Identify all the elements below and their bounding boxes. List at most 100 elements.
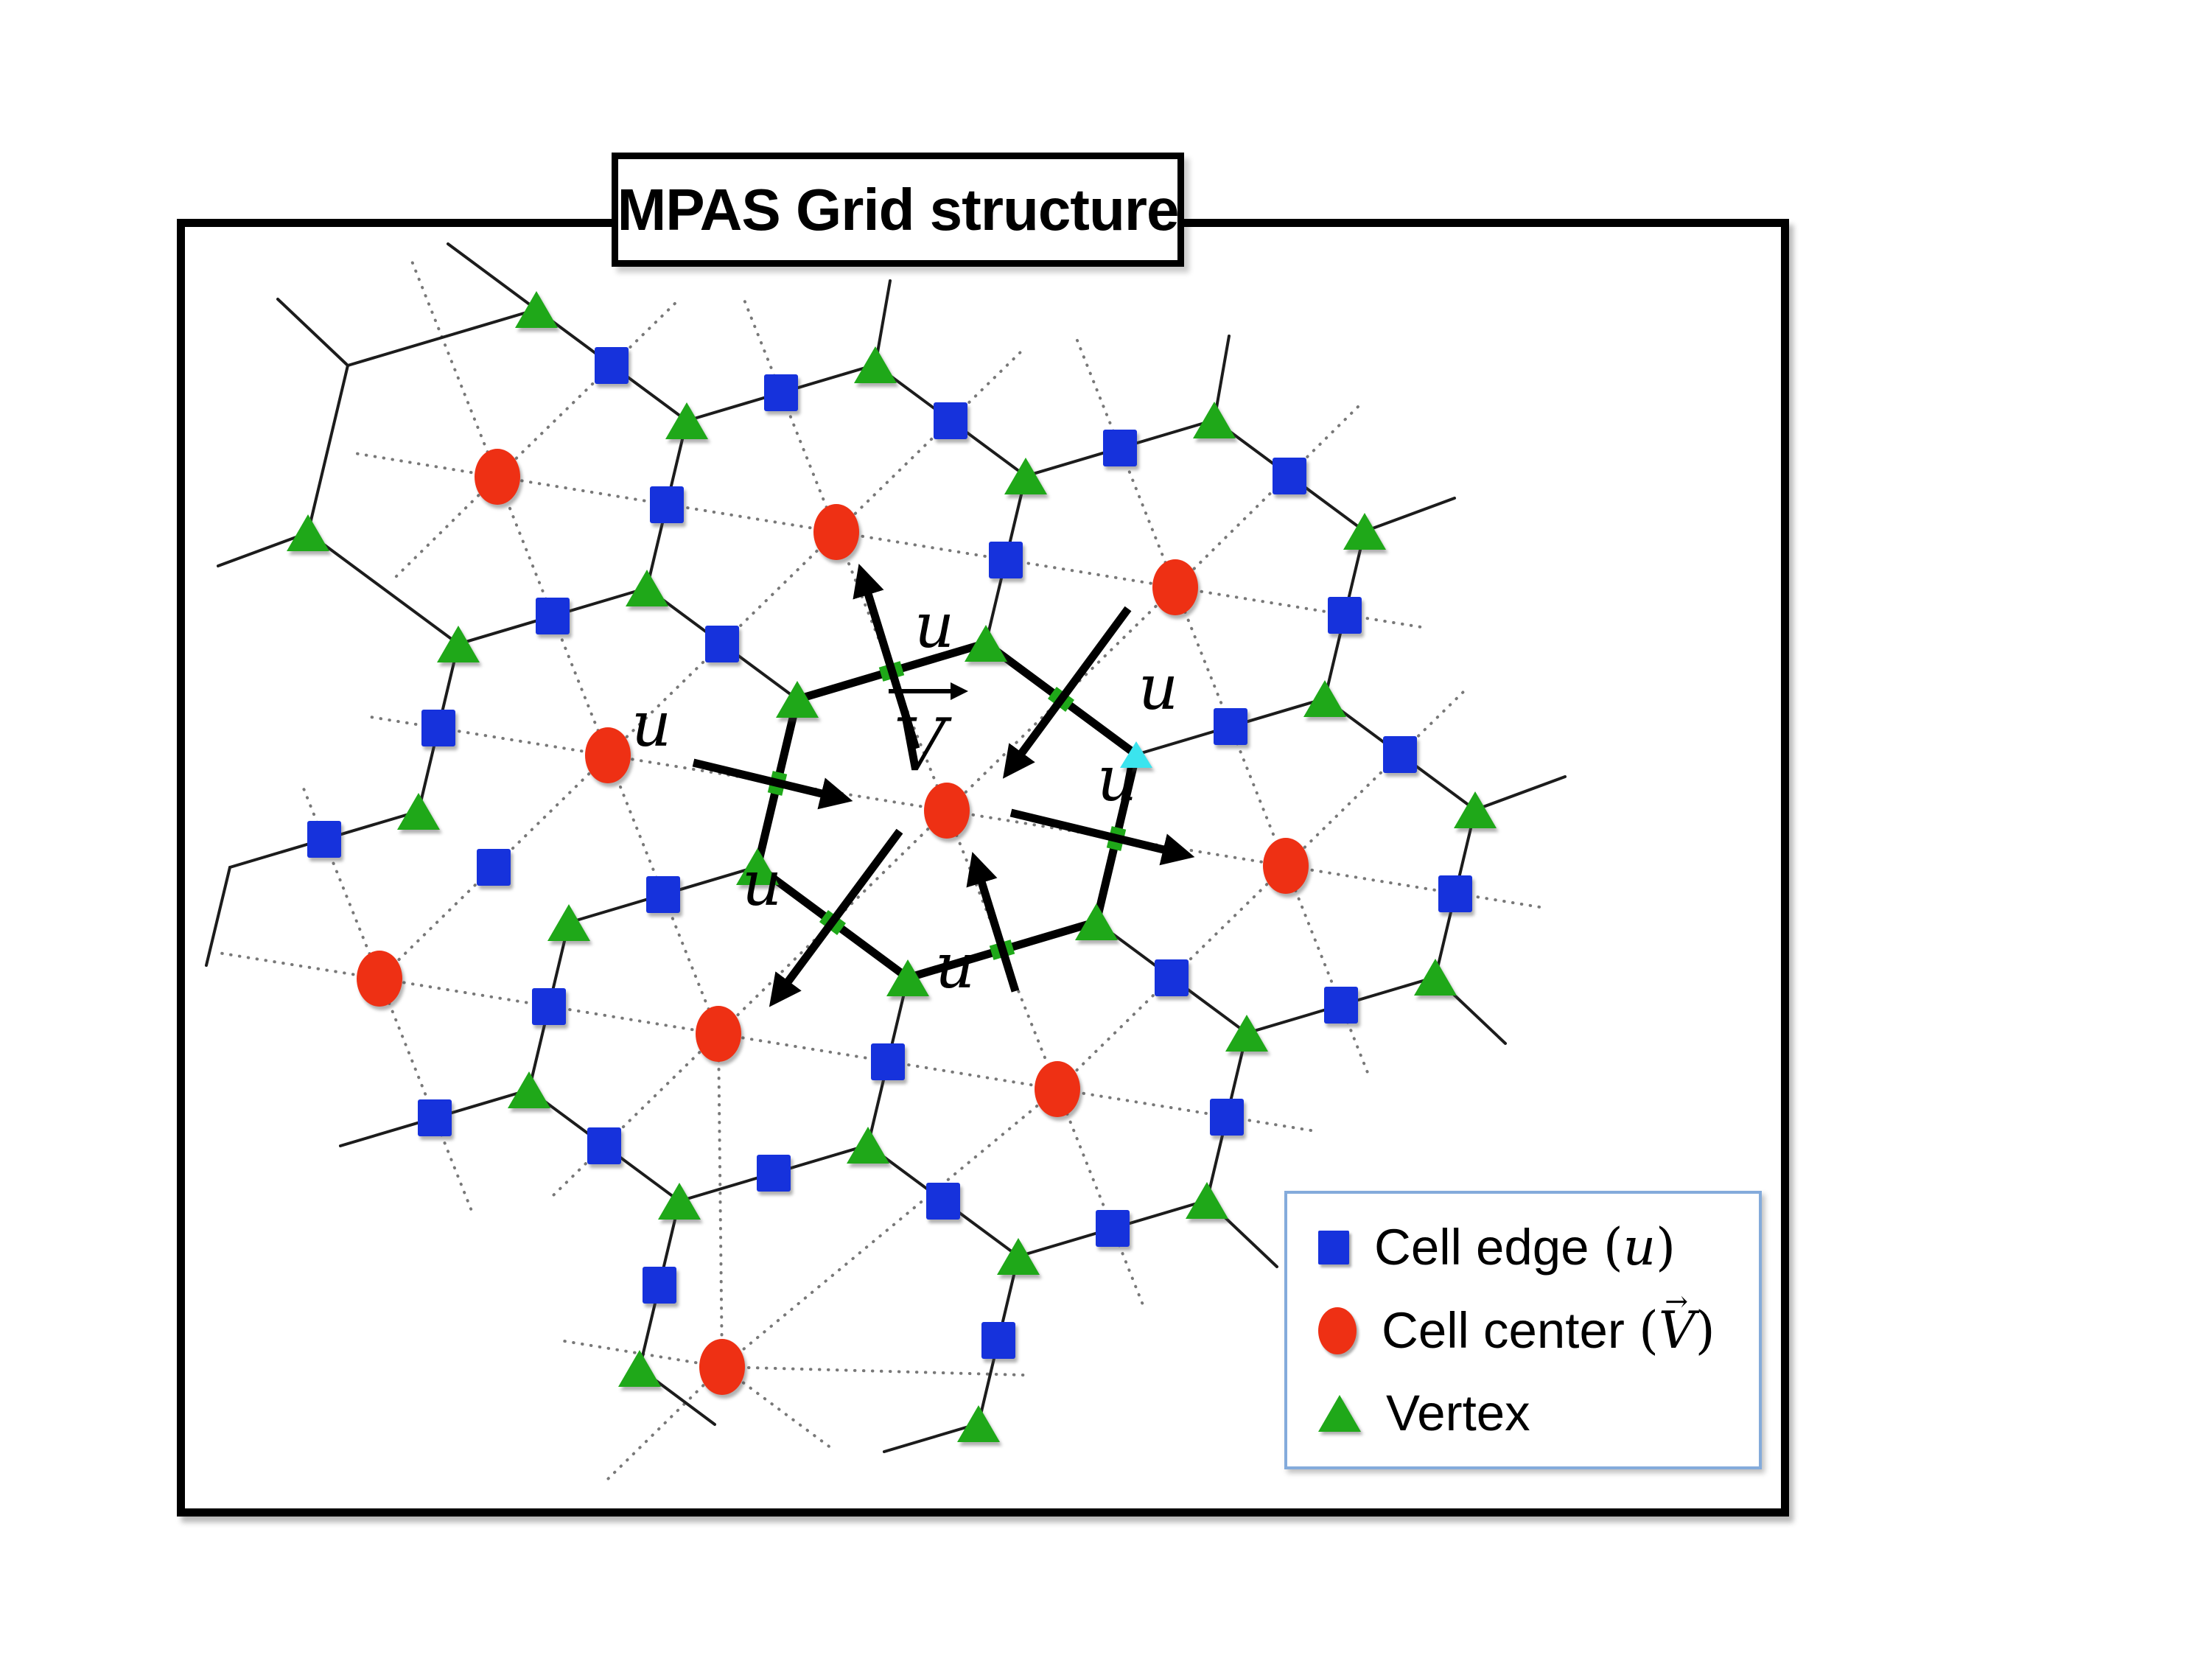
cell-center-marker [475,449,520,505]
cell-edge-line [1474,775,1567,811]
cell-edge-marker [981,1322,1015,1359]
page-title: MPAS Grid structure [617,176,1180,242]
dual-mesh-dotted-line [410,258,499,478]
u-label: u [1138,651,1178,724]
cell-center-swatch [1318,1307,1357,1354]
dual-mesh-dotted-line [721,1365,836,1452]
dual-mesh-dotted-line [551,1032,720,1197]
legend-item-vertex: Vertex [1318,1384,1759,1442]
u-arrow [853,563,920,750]
cell-edge-marker [705,626,739,662]
cell-edge-line [276,298,349,367]
legend-item-cell-edge: Cell edge (u) [1318,1218,1759,1277]
cell-edge-line [307,531,460,646]
shared-vertex-marker [1120,741,1152,768]
vertex-marker [1454,791,1497,828]
cell-edge-marker [934,402,967,439]
cell-edge-marker [595,347,629,384]
vertex-marker [997,1238,1040,1275]
cell-edge-marker [871,1043,905,1080]
cell-edge-marker [421,710,455,746]
cell-edge-marker [307,821,341,858]
cell-edge-marker [532,988,566,1025]
cell-edge-marker [1328,597,1362,634]
vertex-marker [736,848,779,885]
vertex-swatch [1318,1394,1361,1432]
dual-mesh-dotted-line [212,951,381,980]
vertex-marker [854,346,897,383]
vertex-marker [397,793,440,830]
vertex-marker [1186,1182,1228,1219]
u-arrow [769,828,903,1007]
dual-mesh-dotted-line [721,1088,1059,1368]
cell-edge-marker [477,849,511,886]
dual-mesh-dotted-line [393,475,499,580]
dual-mesh-dotted-line [1056,1088,1317,1133]
vertex-marker [1414,959,1457,996]
cell-center-marker [924,783,970,839]
legend-text: Cell edge [1374,1218,1603,1276]
vertex-marker [437,626,480,662]
vertex-marker [547,904,590,941]
v-label: V [894,704,953,788]
dual-mesh-dotted-line [1284,864,1541,909]
u-label: u [631,688,671,760]
cell-edge-marker [646,876,680,913]
vertex-marker [1343,513,1386,550]
cell-edge-marker [1383,736,1417,773]
vertex-marker [508,1071,550,1108]
vertex-marker [776,681,819,718]
cell-edge-line [1363,497,1456,533]
dual-mesh-dotted-line [378,977,473,1212]
cell-center-marker [357,951,402,1007]
vertex-marker [1004,458,1047,494]
paren-open: ( [1638,1301,1659,1360]
u-label: u [914,590,954,662]
dual-mesh-dotted-line [603,1365,724,1484]
cell-edge-marker [764,374,798,411]
legend-text: Vertex [1386,1385,1530,1442]
paren-open: ( [1603,1217,1623,1277]
dual-mesh-dotted-line [1056,1088,1145,1308]
cell-edge-marker [1324,987,1358,1024]
cell-center-marker [1152,559,1198,615]
cell-edge-marker [643,1267,676,1304]
dual-mesh-dotted-line [1074,335,1177,589]
dual-mesh-dotted-line [302,787,381,980]
vertex-marker [658,1183,701,1220]
cell-edge-line [205,866,231,967]
dual-mesh-dotted-line [1174,586,1427,629]
cell-edge-marker [926,1183,960,1220]
legend-label-cell-edge: Cell edge (u) [1374,1218,1676,1277]
u-arrow [1009,808,1195,866]
var-letter: V [1658,1301,1695,1360]
cell-edge-line [217,531,309,567]
legend: Cell edge (u) Cell center (→V) Vertex [1284,1191,1762,1469]
cell-edge-marker [1155,959,1189,996]
cell-edge-marker [1103,430,1137,466]
legend-text: Cell center [1382,1301,1639,1359]
cell-edge-line [447,242,538,311]
cell-center-marker [699,1339,745,1395]
vertex-marker [1225,1015,1268,1052]
vertex-marker [618,1350,661,1387]
vertex-marker [965,625,1007,662]
paren-close: ) [1656,1217,1676,1277]
vertex-marker [1303,680,1346,717]
vertex-marker [287,514,329,551]
u-label: u [742,847,782,920]
cell-edge-marker [1096,1210,1130,1247]
vertex-marker [957,1405,1000,1442]
cell-edge-marker [418,1099,452,1136]
u-label: u [1097,743,1137,815]
paren-close: ) [1695,1301,1715,1360]
cell-center-marker [1035,1061,1080,1117]
vertex-marker [1075,903,1118,940]
vertex-marker [1193,402,1236,438]
u-arrow [692,758,853,810]
cell-edge-line [346,308,538,367]
cell-edge-marker [536,598,570,634]
dual-mesh-dotted-line [1174,405,1359,589]
cell-edge-line [307,364,349,534]
